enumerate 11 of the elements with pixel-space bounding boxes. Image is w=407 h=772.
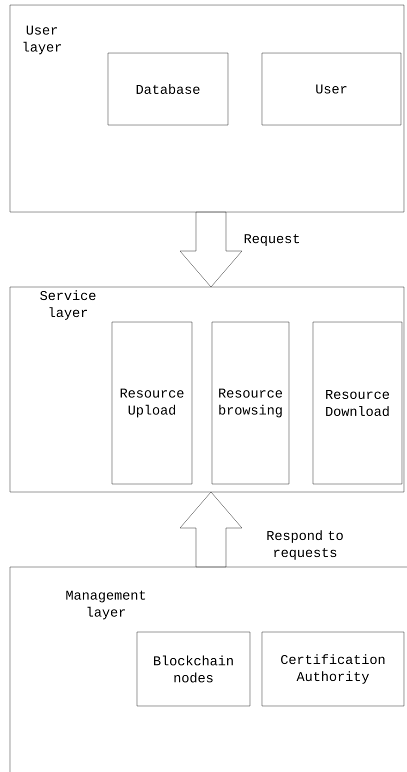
process-box: Resource Download <box>312 322 402 484</box>
process-box: Blockchain nodes <box>136 632 250 706</box>
block-arrow <box>180 492 242 568</box>
edge-label: Respond to requests <box>267 530 343 560</box>
process-box: Resource browsing <box>212 322 290 484</box>
block-arrow <box>180 212 242 288</box>
process-box: Resource Upload <box>112 322 192 484</box>
process-box: Database <box>108 52 228 126</box>
edge-label: Request <box>244 234 299 246</box>
process-box: Certification Authority <box>262 632 404 706</box>
process-box: User <box>262 52 402 126</box>
